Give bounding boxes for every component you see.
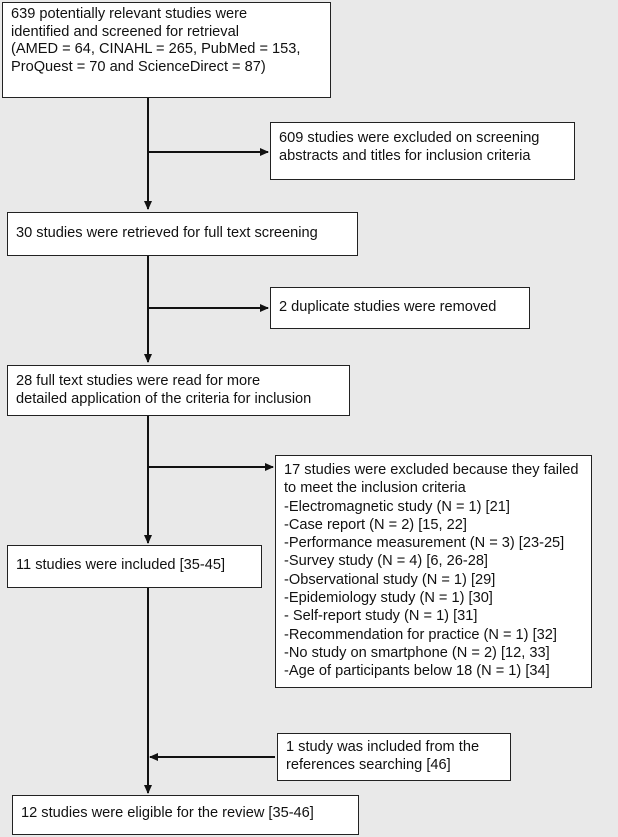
- box-line: identified and screened for retrieval: [11, 23, 239, 40]
- box-line: -Performance measurement (N = 3) [23-25]: [284, 535, 565, 552]
- box-line: - Self-report study (N = 1) [31]: [284, 608, 478, 625]
- box-line: 28 full text studies were read for more: [16, 373, 261, 389]
- box-line: 30 studies were retrieved for full text …: [16, 225, 318, 241]
- box-line: to meet the inclusion criteria: [284, 480, 466, 497]
- eligible-box: 12 studies were eligible for the review …: [12, 795, 359, 835]
- box-line: -Observational study (N = 1) [29]: [284, 571, 496, 588]
- box-line: detailed application of the criteria for…: [16, 390, 312, 407]
- included-box: 11 studies were included [35-45]: [7, 545, 262, 588]
- box-line: abstracts and titles for inclusion crite…: [279, 147, 531, 164]
- duplicates-box: 2 duplicate studies were removed: [270, 287, 530, 329]
- references-box: 1 study was included from the references…: [277, 733, 511, 781]
- box-line: 609 studies were excluded on screening: [279, 130, 540, 146]
- box-line: ProQuest = 70 and ScienceDirect = 87): [11, 58, 266, 75]
- box-line: -Survey study (N = 4) [6, 26-28]: [284, 553, 488, 570]
- box-line: -Age of participants below 18 (N = 1) [3…: [284, 663, 550, 680]
- box-line: 639 potentially relevant studies were: [11, 6, 248, 22]
- box-line: -Case report (N = 2) [15, 22]: [284, 516, 467, 533]
- identified-box: 639 potentially relevant studies were id…: [2, 2, 331, 98]
- box-line: 2 duplicate studies were removed: [279, 299, 497, 315]
- excluded-screening-box: 609 studies were excluded on screening a…: [270, 122, 575, 180]
- box-line: 11 studies were included [35-45]: [16, 557, 226, 573]
- box-line: -No study on smartphone (N = 2) [12, 33]: [284, 644, 550, 661]
- box-line: 1 study was included from the: [286, 739, 480, 755]
- box-line: 17 studies were excluded because they fa…: [284, 462, 579, 478]
- box-line: -Epidemiology study (N = 1) [30]: [284, 590, 493, 607]
- excluded-criteria-box: 17 studies were excluded because they fa…: [275, 455, 592, 688]
- box-line: (AMED = 64, CINAHL = 265, PubMed = 153,: [11, 41, 301, 58]
- fulltext-box: 28 full text studies were read for more …: [7, 365, 350, 416]
- box-line: references searching [46]: [286, 756, 451, 773]
- retrieved-box: 30 studies were retrieved for full text …: [7, 212, 358, 256]
- box-line: 12 studies were eligible for the review …: [21, 805, 314, 821]
- box-line: -Recommendation for practice (N = 1) [32…: [284, 626, 557, 643]
- box-line: -Electromagnetic study (N = 1) [21]: [284, 498, 510, 515]
